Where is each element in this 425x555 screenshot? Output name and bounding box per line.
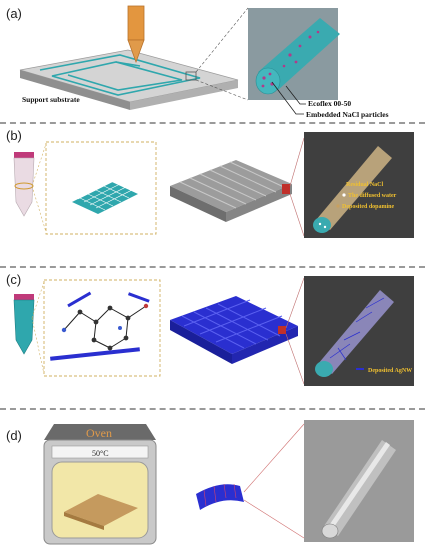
support-substrate-left: [20, 70, 130, 110]
support-substrate-right: [130, 80, 238, 110]
panel-c-label: (c): [6, 272, 22, 287]
separator-3: [0, 408, 425, 410]
printed-serpentine-trace: [39, 54, 201, 96]
panel-a: (a): [0, 0, 425, 120]
panel-d: (d) Oven 50°C: [0, 410, 425, 550]
agnw-rod-1: [50, 347, 140, 361]
callout-nacl: Embedded NaCl particles: [306, 110, 389, 119]
zoom-box-c: [43, 279, 161, 377]
panel-a-label: (a): [6, 6, 22, 21]
panel-c-illustration: Deposited AgNW: [13, 276, 414, 386]
teal-grid-icon: [72, 178, 138, 214]
blue-scaffold-icon: [170, 296, 298, 364]
panel-a-illustration: Ecoflex 00-50 Embedded NaCl particles Su…: [19, 5, 389, 119]
substrate-label: Support substrate: [22, 95, 80, 104]
molecule-icon: [63, 305, 147, 349]
zoom-source-box: [185, 71, 197, 81]
print-nozzle-icon: [127, 5, 145, 64]
panel-d-label: (d): [6, 428, 22, 443]
agnw-tube-icon: [13, 294, 35, 355]
panel-b: (b): [0, 124, 425, 262]
ecoflex-fiber: [255, 18, 340, 95]
grey-scaffold-icon: [170, 160, 292, 222]
panel-b-label: (b): [6, 128, 22, 143]
agnw-rod-2: [67, 291, 92, 308]
oven-temperature: 50°C: [92, 449, 109, 458]
agnw-rod-3: [127, 292, 150, 303]
flexible-mesh-icon: [196, 483, 244, 510]
panel-d-illustration: Oven 50°C: [43, 420, 414, 545]
separator-2: [0, 266, 425, 268]
panel-c: (c): [0, 268, 425, 396]
dopamine-tube-icon: [13, 152, 35, 217]
oven-icon: [43, 424, 157, 545]
legend-deposited-agnw: Deposited AgNW: [368, 368, 412, 374]
oven-title: Oven: [86, 426, 112, 440]
legend-residual-nacl: Residual NaCl: [346, 182, 384, 188]
panel-b-illustration: Residual NaCl The diffused water Deposit…: [13, 132, 414, 238]
legend-diffused-water: The diffused water: [348, 193, 397, 199]
molecule-atoms: [61, 303, 149, 351]
separator-1: [0, 122, 425, 124]
callout-ecoflex: Ecoflex 00-50: [308, 99, 351, 108]
legend-deposited-dopamine: Deposited dopamine: [342, 204, 395, 210]
